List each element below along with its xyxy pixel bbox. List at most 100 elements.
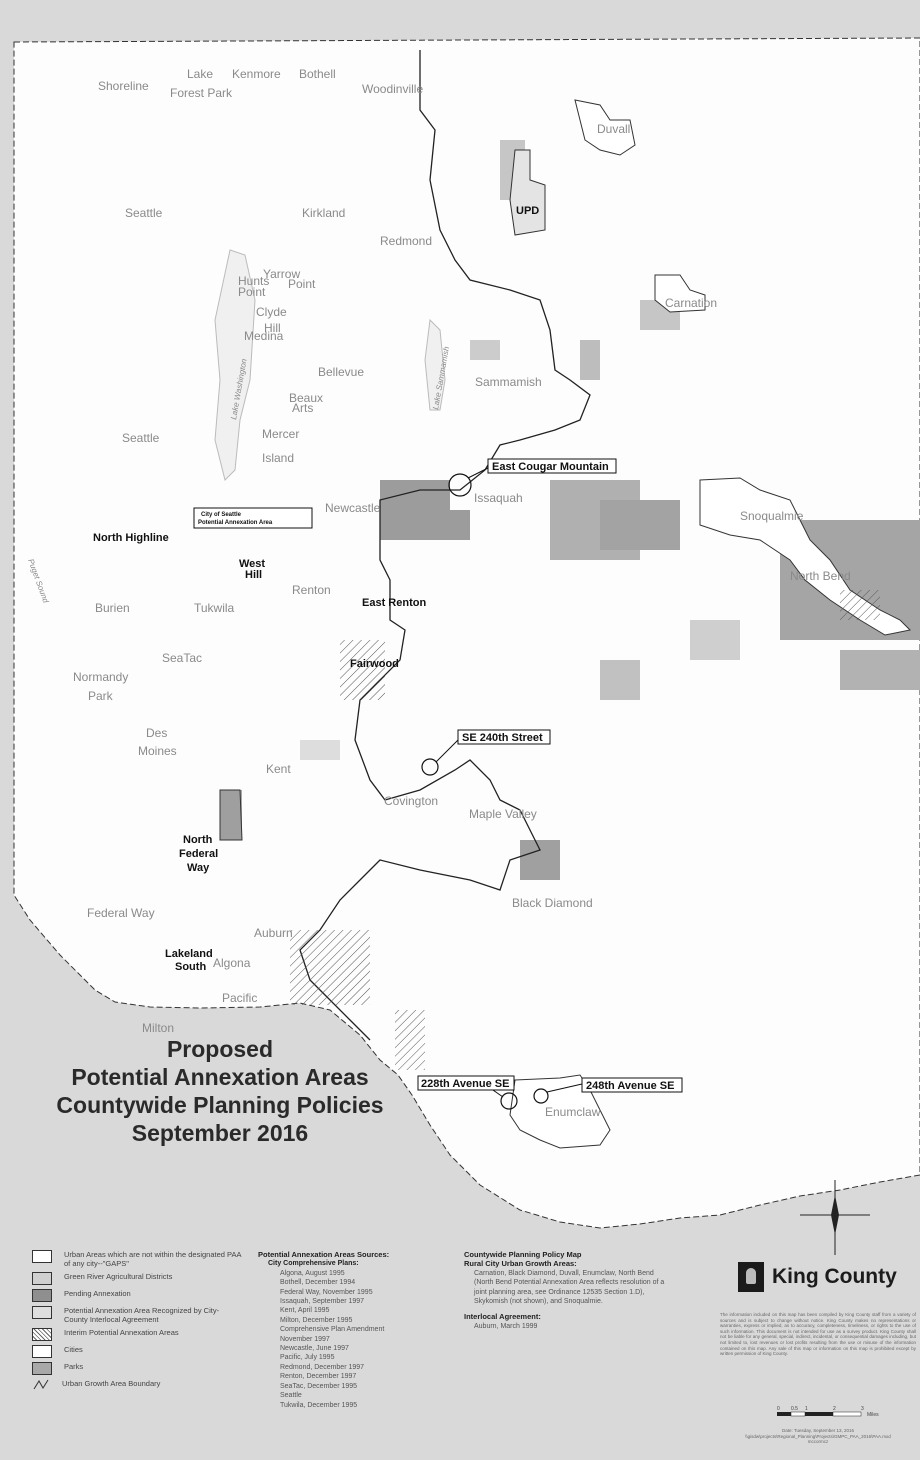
city-label-0: Shoreline <box>98 79 149 93</box>
auburn-hatch <box>290 930 370 1005</box>
title-line-4: September 2016 <box>131 1120 309 1146</box>
city-label-21: Arts <box>292 401 313 415</box>
countywide-subheading: Rural City Urban Growth Areas: <box>464 1259 577 1269</box>
city-label-18: Sammamish <box>475 375 542 389</box>
legend-label-2: Pending Annexation <box>64 1289 131 1298</box>
city-label-26: Newcastle <box>325 501 381 515</box>
city-label-5: Woodinville <box>362 82 423 96</box>
city-label-22: Mercer <box>262 427 299 441</box>
source-item-7: November 1997 <box>280 1335 330 1343</box>
city-label-46: Enumclaw <box>545 1105 601 1119</box>
scale-tick-2: 1 <box>805 1406 808 1412</box>
sources-heading: Potential Annexation Areas Sources: <box>258 1250 390 1259</box>
city-label-8: Kirkland <box>302 206 345 220</box>
source-item-5: Milton, December 1995 <box>280 1316 353 1324</box>
city-label-41: Black Diamond <box>512 896 593 910</box>
scale-unit: Miles <box>867 1412 879 1418</box>
city-label-23: Island <box>262 451 294 465</box>
legend-swatch-3 <box>32 1306 52 1319</box>
legend-label-4: Interim Potential Annexation Areas <box>64 1328 179 1337</box>
city-label-6: Duvall <box>597 122 630 136</box>
city-label-4: Forest Park <box>170 86 233 100</box>
source-item-13: Seattle <box>280 1392 302 1400</box>
city-label-14: Clyde <box>256 305 287 319</box>
disclaimer: The information included on this map has… <box>720 1312 916 1357</box>
legend-item-0: Urban Areas which are not within the des… <box>32 1250 242 1268</box>
king-county-emblem-icon <box>738 1262 764 1292</box>
source-item-9: Pacific, July 1995 <box>280 1354 335 1362</box>
city-label-1: Lake <box>187 67 213 81</box>
paa-label-5: North <box>183 834 213 846</box>
sources-column: Potential Annexation Areas Sources: City… <box>258 1250 453 1410</box>
city-label-25: Issaquah <box>474 491 523 505</box>
legend-item-4: Interim Potential Annexation Areas <box>32 1328 242 1341</box>
city-label-42: Auburn <box>254 926 293 940</box>
city-label-9: Redmond <box>380 234 432 248</box>
map-title: Proposed Potential Annexation Areas Coun… <box>10 1035 430 1147</box>
city-label-33: Normandy <box>73 670 128 684</box>
source-item-4: Kent, April 1995 <box>280 1307 330 1315</box>
legend-item-6: Parks <box>32 1362 242 1375</box>
paa-label-8: Lakeland <box>165 948 213 960</box>
city-label-34: Park <box>88 689 114 703</box>
source-item-11: Renton, December 1997 <box>280 1373 357 1381</box>
source-item-3: Issaquah, September 1997 <box>280 1298 365 1306</box>
east-cougar-mountain-marker <box>448 473 472 497</box>
pacific-hatch <box>395 1010 425 1070</box>
city-label-38: Covington <box>384 794 438 808</box>
date-line-2: \\gisdw\projects\Regional_Planning\Proje… <box>745 1433 891 1439</box>
callout-label-0: East Cougar Mountain <box>492 461 609 473</box>
title-line-1: Proposed <box>166 1036 274 1062</box>
city-label-36: Moines <box>138 744 177 758</box>
city-label-11: Hunts <box>238 274 269 288</box>
sources-subheading: City Comprehensive Plans: <box>268 1260 359 1268</box>
source-item-8: Newcastle, June 1997 <box>280 1345 349 1353</box>
city-label-12: Point <box>238 285 266 299</box>
paa-label-10: UPD <box>516 205 539 217</box>
seattle-paa-line1: City of Seattle <box>201 512 242 518</box>
legend-swatch-2 <box>32 1289 52 1302</box>
seattle-paa-line2: Potential Annexation Area <box>198 520 273 526</box>
paa-label-6: Federal <box>179 848 218 860</box>
legend-item-7: Urban Growth Area Boundary <box>32 1379 242 1390</box>
carnation-area <box>654 274 706 313</box>
callout-label-1: SE 240th Street <box>462 732 543 744</box>
city-label-44: Pacific <box>222 991 257 1005</box>
248th-avenue-se-marker <box>533 1088 549 1104</box>
duvall-area <box>574 99 636 156</box>
date-block: Date: Tuesday, September 13, 2016 \\gisd… <box>720 1428 916 1445</box>
legend-item-2: Pending Annexation <box>32 1289 242 1302</box>
legend-swatch-1 <box>32 1272 52 1285</box>
source-item-10: Redmond, December 1997 <box>280 1363 365 1371</box>
legend-item-1: Green River Agricultural Districts <box>32 1272 242 1285</box>
city-label-15: Hill <box>264 321 281 335</box>
source-item-12: SeaTac, December 1995 <box>280 1382 358 1390</box>
source-item-14: Tukwila, December 1995 <box>280 1401 358 1409</box>
urban-growth-boundary <box>299 50 591 1041</box>
countywide-text: Carnation, Black Diamond, Duvall, Enumcl… <box>474 1269 665 1306</box>
title-line-2: Potential Annexation Areas <box>71 1064 369 1090</box>
city-label-31: Tukwila <box>194 601 235 615</box>
legend-item-3: Potential Annexation Area Recognized by … <box>32 1306 242 1324</box>
paa-label-1: West <box>239 558 265 570</box>
north-arrow-icon <box>800 1180 870 1255</box>
city-label-24: Seattle <box>122 431 160 445</box>
city-label-43: Algona <box>213 956 251 970</box>
legend-item-5: Cities <box>32 1345 242 1358</box>
legend-label-6: Parks <box>64 1362 84 1371</box>
date-line-1: Date: Tuesday, September 13, 2016 <box>782 1428 854 1433</box>
scale-tick-4: 3 <box>861 1406 864 1412</box>
source-item-0: Algona, August 1995 <box>280 1269 345 1277</box>
city-label-32: SeaTac <box>162 651 202 665</box>
king-county-logo: King County <box>738 1262 897 1292</box>
map-legend: Urban Areas which are not within the des… <box>32 1250 242 1394</box>
228th-avenue-se-marker <box>500 1092 518 1110</box>
legend-label-5: Cities <box>64 1345 83 1354</box>
city-label-7: Seattle <box>125 206 163 220</box>
callout-label-3: 248th Avenue SE <box>586 1080 674 1092</box>
paa-label-4: Fairwood <box>350 658 399 670</box>
title-line-3: Countywide Planning Policies <box>56 1092 384 1118</box>
city-label-3: Bothell <box>299 67 336 81</box>
